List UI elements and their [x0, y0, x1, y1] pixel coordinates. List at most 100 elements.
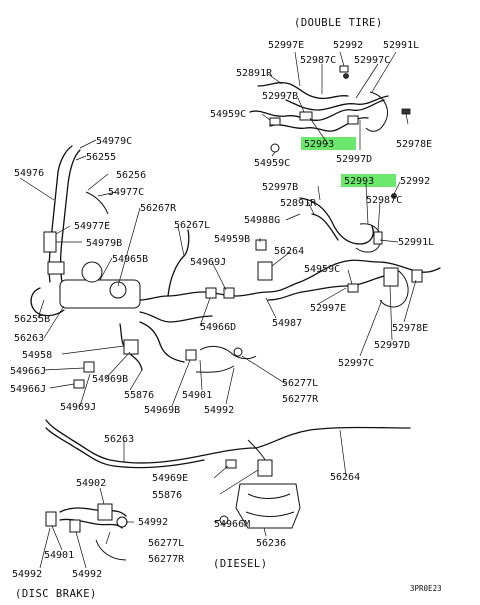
label-54988g: 54988G: [244, 215, 280, 226]
leader-lines: [19, 51, 417, 569]
label-54987: 54987: [272, 318, 302, 329]
fitting-54979b: [43, 231, 57, 253]
bolt-52978e-lower: [411, 269, 423, 283]
clip-54959c-lower: [270, 143, 280, 153]
hose-fitting-upper: [299, 111, 313, 121]
clip-54959c-upper: [269, 117, 281, 126]
caption-diesel: (DIESEL): [213, 558, 268, 570]
label-52997d-top: 52997D: [336, 154, 372, 165]
label-55876-mid: 55876: [124, 390, 154, 401]
lower-long-lines: [45, 419, 411, 529]
label-54976: 54976: [14, 168, 44, 179]
hose-52997d: [383, 267, 399, 287]
label-54969j-mid: 54969J: [190, 257, 226, 268]
label-52993-upper: 52993: [304, 139, 334, 150]
label-56277r-mid: 56277R: [282, 394, 319, 405]
label-54958: 54958: [22, 350, 52, 361]
label-52891r-mid: 52891R: [280, 198, 317, 209]
label-52997c-mid: 52997C: [338, 358, 374, 369]
label-54959c-top: 54959C: [210, 109, 246, 120]
clip-54901-disc: [45, 511, 57, 527]
label-54969j-lower: 54969J: [60, 402, 96, 413]
label-52997d-mid: 52997D: [374, 340, 410, 351]
label-52987c-mid: 52987C: [366, 195, 402, 206]
clip-54959b: [255, 239, 267, 251]
label-54969b-mid: 54969B: [144, 405, 180, 416]
diesel-pump-56236: [235, 483, 301, 529]
clip-54992-disc: [69, 519, 81, 533]
highlight-52993-lower: [341, 174, 396, 187]
label-56263-upper: 56263: [14, 333, 44, 344]
label-52992-top: 52992: [333, 40, 363, 51]
label-52992-mid: 52992: [400, 176, 430, 187]
clip-54969j: [223, 287, 235, 299]
label-56277l-mid: 56277L: [282, 378, 318, 389]
disc-brake-assembly: [45, 503, 128, 561]
label-52991l-mid: 52991L: [398, 237, 434, 248]
label-52978e-top: 52978E: [396, 139, 432, 150]
label-54959c-top-2: 54959C: [254, 158, 290, 169]
hose-fitting-upper-2: [347, 115, 359, 125]
label-54992-disc-left: 54992: [12, 569, 42, 580]
label-54979b: 54979B: [86, 238, 122, 249]
label-54992-mid: 54992: [204, 405, 234, 416]
label-56236: 56236: [256, 538, 286, 549]
label-55876-lower: 55876: [152, 490, 182, 501]
clip-54992-disc-2: [116, 516, 128, 528]
label-54977c: 54977C: [108, 187, 144, 198]
label-52997e-mid: 52997E: [310, 303, 346, 314]
label-54992-disc-right: 54992: [138, 517, 168, 528]
caption-double-tire: (DOUBLE TIRE): [294, 17, 383, 29]
clip-54969e: [225, 459, 237, 469]
figure-code: 3PR0E23: [410, 584, 442, 593]
label-52978e-mid: 52978E: [392, 323, 428, 334]
clip-52987c-lower: [373, 231, 383, 245]
label-52987c-top: 52987C: [300, 55, 336, 66]
hose-55876: [257, 459, 273, 477]
label-56263-lower: 56263: [104, 434, 134, 445]
grommet-52992-upper: [343, 73, 349, 79]
label-54977e: 54977E: [74, 221, 110, 232]
label-52997e-top: 52997E: [268, 40, 304, 51]
clip-54966j-2: [73, 379, 85, 389]
label-54966j-1: 54966J: [10, 366, 46, 377]
label-52997c-top: 52997C: [354, 55, 390, 66]
label-54965b: 54965B: [112, 254, 148, 265]
label-54959b: 54959B: [214, 234, 250, 245]
label-56255: 56255: [86, 152, 116, 163]
label-56277r-disc: 56277R: [148, 554, 185, 565]
label-54966d: 54966D: [200, 322, 236, 333]
clip-52987c-upper: [339, 65, 349, 73]
label-54979c: 54979C: [96, 136, 132, 147]
fitting-56277l: [233, 347, 243, 357]
label-54969b-left: 54969B: [92, 374, 128, 385]
valve-cap-56255: [81, 261, 103, 283]
label-56267l: 56267L: [174, 220, 210, 231]
bracket-56264: [257, 261, 273, 281]
label-54969e: 54969E: [152, 473, 188, 484]
label-54966m: 54966M: [214, 519, 250, 530]
label-54992-disc-mid: 54992: [72, 569, 102, 580]
double-tire-assembly: [249, 65, 411, 153]
label-56256: 56256: [116, 170, 146, 181]
label-52997b-top: 52997B: [262, 91, 298, 102]
highlight-52993-upper: [301, 137, 356, 150]
label-52997b-mid: 52997B: [262, 182, 298, 193]
clip-54966d: [205, 287, 217, 299]
label-56267r: 56267R: [140, 203, 177, 214]
label-52891r-top: 52891R: [236, 68, 273, 79]
label-52991l-top: 52991L: [383, 40, 419, 51]
label-56277l-disc: 56277L: [148, 538, 184, 549]
clip-54959c-mid: [347, 283, 359, 293]
clip-54958: [123, 339, 139, 355]
valve-54979c: [47, 261, 65, 275]
part-labels: 52997E 52992 52991L 52891R 52987C 52997C…: [10, 40, 434, 580]
label-56264-lower: 56264: [330, 472, 360, 483]
label-54901-disc: 54901: [44, 550, 74, 561]
clip-54969b: [185, 349, 197, 361]
clip-54966j: [83, 361, 95, 373]
main-brake-lines: [30, 145, 441, 389]
label-54959c-mid: 54959C: [304, 264, 340, 275]
fitting-56267r: [109, 281, 127, 299]
